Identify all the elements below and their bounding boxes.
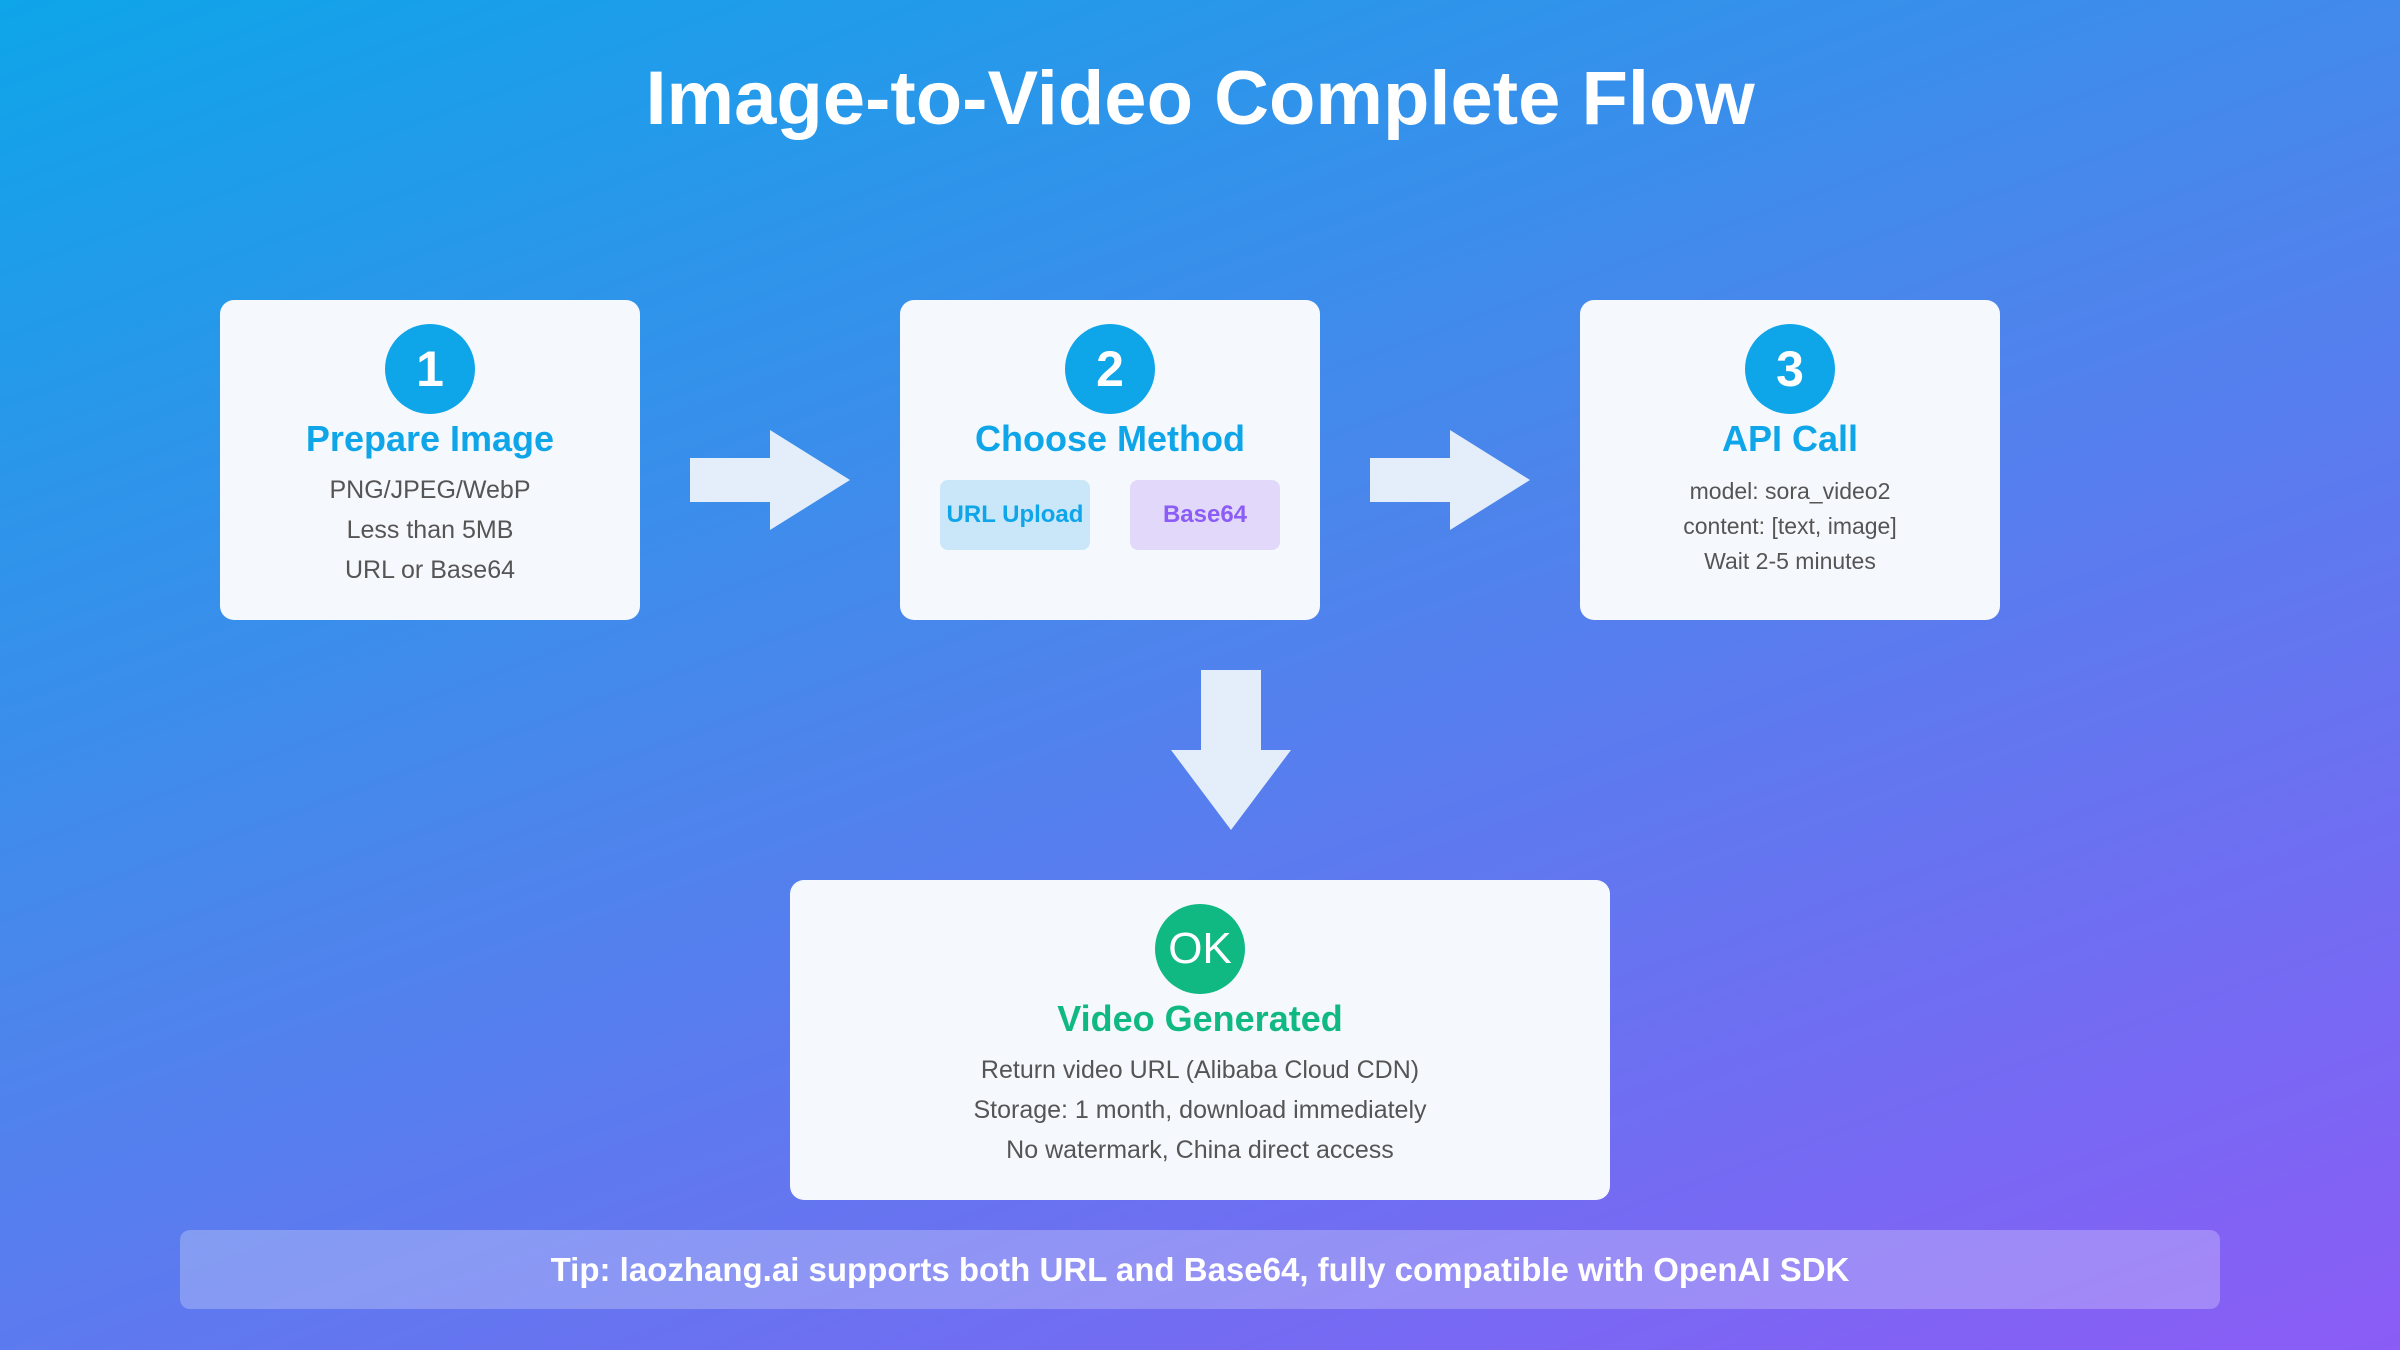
step-3-card: 3 API Call model: sora_video2 content: [… (1580, 300, 2000, 620)
step-detail: PNG/JPEG/WebP (329, 476, 531, 504)
step-heading: Choose Method (975, 418, 1245, 459)
arrow-down-icon (1171, 670, 1291, 830)
step-number-badge: 3 (1745, 324, 1835, 414)
page-title: Image-to-Video Complete Flow (645, 56, 1755, 141)
step-1-card: 1 Prepare Image PNG/JPEG/WebP Less than … (220, 300, 640, 620)
step-heading: Prepare Image (305, 418, 555, 459)
result-detail: Return video URL (Alibaba Cloud CDN) (980, 1056, 1420, 1084)
step-detail: content: [text, image] (1683, 513, 1897, 539)
step-number-badge: 1 (385, 324, 475, 414)
tip-banner: Tip: laozhang.ai supports both URL and B… (180, 1230, 2220, 1309)
step-2-card: 2 Choose Method URL Upload Base64 (900, 300, 1320, 620)
arrow-right-icon (1370, 430, 1530, 530)
step-detail: Less than 5MB (346, 516, 514, 544)
result-detail: No watermark, China direct access (1006, 1136, 1394, 1164)
result-heading: Video Generated (1057, 998, 1343, 1039)
url-upload-option[interactable]: URL Upload (940, 480, 1090, 550)
arrow-right-icon (690, 430, 850, 530)
step-number-badge: 2 (1065, 324, 1155, 414)
step-detail: Wait 2-5 minutes (1704, 548, 1876, 574)
base64-option[interactable]: Base64 (1130, 480, 1280, 550)
result-card: OK Video Generated Return video URL (Ali… (790, 880, 1610, 1200)
ok-badge: OK (1155, 904, 1245, 994)
result-detail: Storage: 1 month, download immediately (973, 1096, 1427, 1124)
step-heading: API Call (1721, 418, 1859, 459)
step-detail: URL or Base64 (345, 556, 515, 584)
step-detail: model: sora_video2 (1689, 478, 1891, 504)
